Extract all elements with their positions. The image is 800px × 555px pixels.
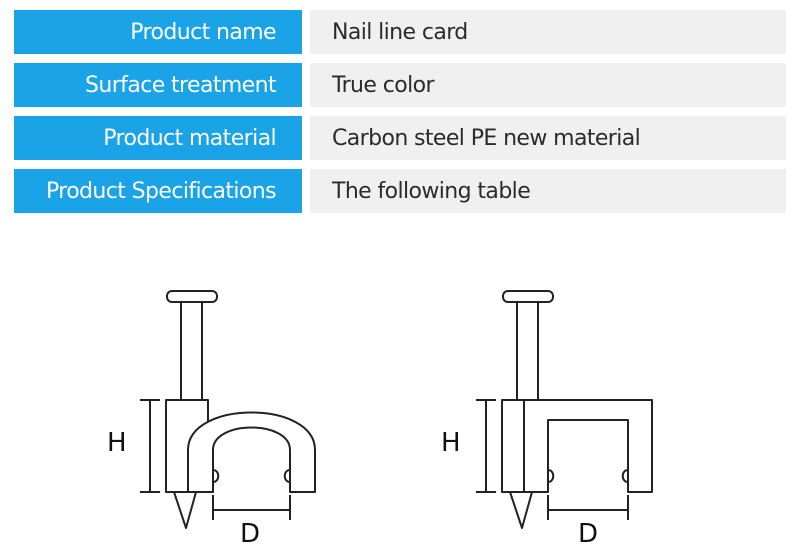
spec-row-product-name: Product name Nail line card (14, 10, 786, 54)
bump-left (212, 469, 220, 483)
bump-left (547, 469, 555, 483)
left-height-label: H (107, 428, 127, 458)
nail-tip (509, 491, 533, 529)
spec-row-surface-treatment: Surface treatment True color (14, 63, 786, 107)
spec-label: Product material (14, 116, 302, 160)
right-height-label: H (441, 428, 461, 458)
spec-row-product-material: Product material Carbon steel PE new mat… (14, 116, 786, 160)
spec-row-product-specifications: Product Specifications The following tab… (14, 169, 786, 213)
spec-value: True color (310, 63, 786, 107)
left-diameter-label: D (240, 519, 260, 549)
spec-label: Product Specifications (14, 169, 302, 213)
bump-right (621, 469, 629, 483)
nail-shank (180, 301, 203, 401)
square-saddle (523, 399, 653, 493)
nail-shank (516, 301, 539, 401)
spec-table: Product name Nail line card Surface trea… (14, 10, 786, 222)
nail-head (166, 290, 218, 303)
spec-label: Surface treatment (14, 63, 302, 107)
clip-diagrams: H D H D (0, 270, 800, 555)
spec-value: Nail line card (310, 10, 786, 54)
spec-value: The following table (310, 169, 786, 213)
bump-right (283, 469, 291, 483)
nail-tip (173, 491, 197, 529)
spec-value: Carbon steel PE new material (310, 116, 786, 160)
right-diameter-label: D (578, 519, 598, 549)
nail-head (502, 290, 554, 303)
spec-label: Product name (14, 10, 302, 54)
square-clip-drawing (476, 290, 653, 529)
round-saddle-outer (187, 411, 316, 493)
clip-diagrams-svg: H D H D (107, 290, 653, 549)
round-clip-drawing (140, 290, 316, 529)
